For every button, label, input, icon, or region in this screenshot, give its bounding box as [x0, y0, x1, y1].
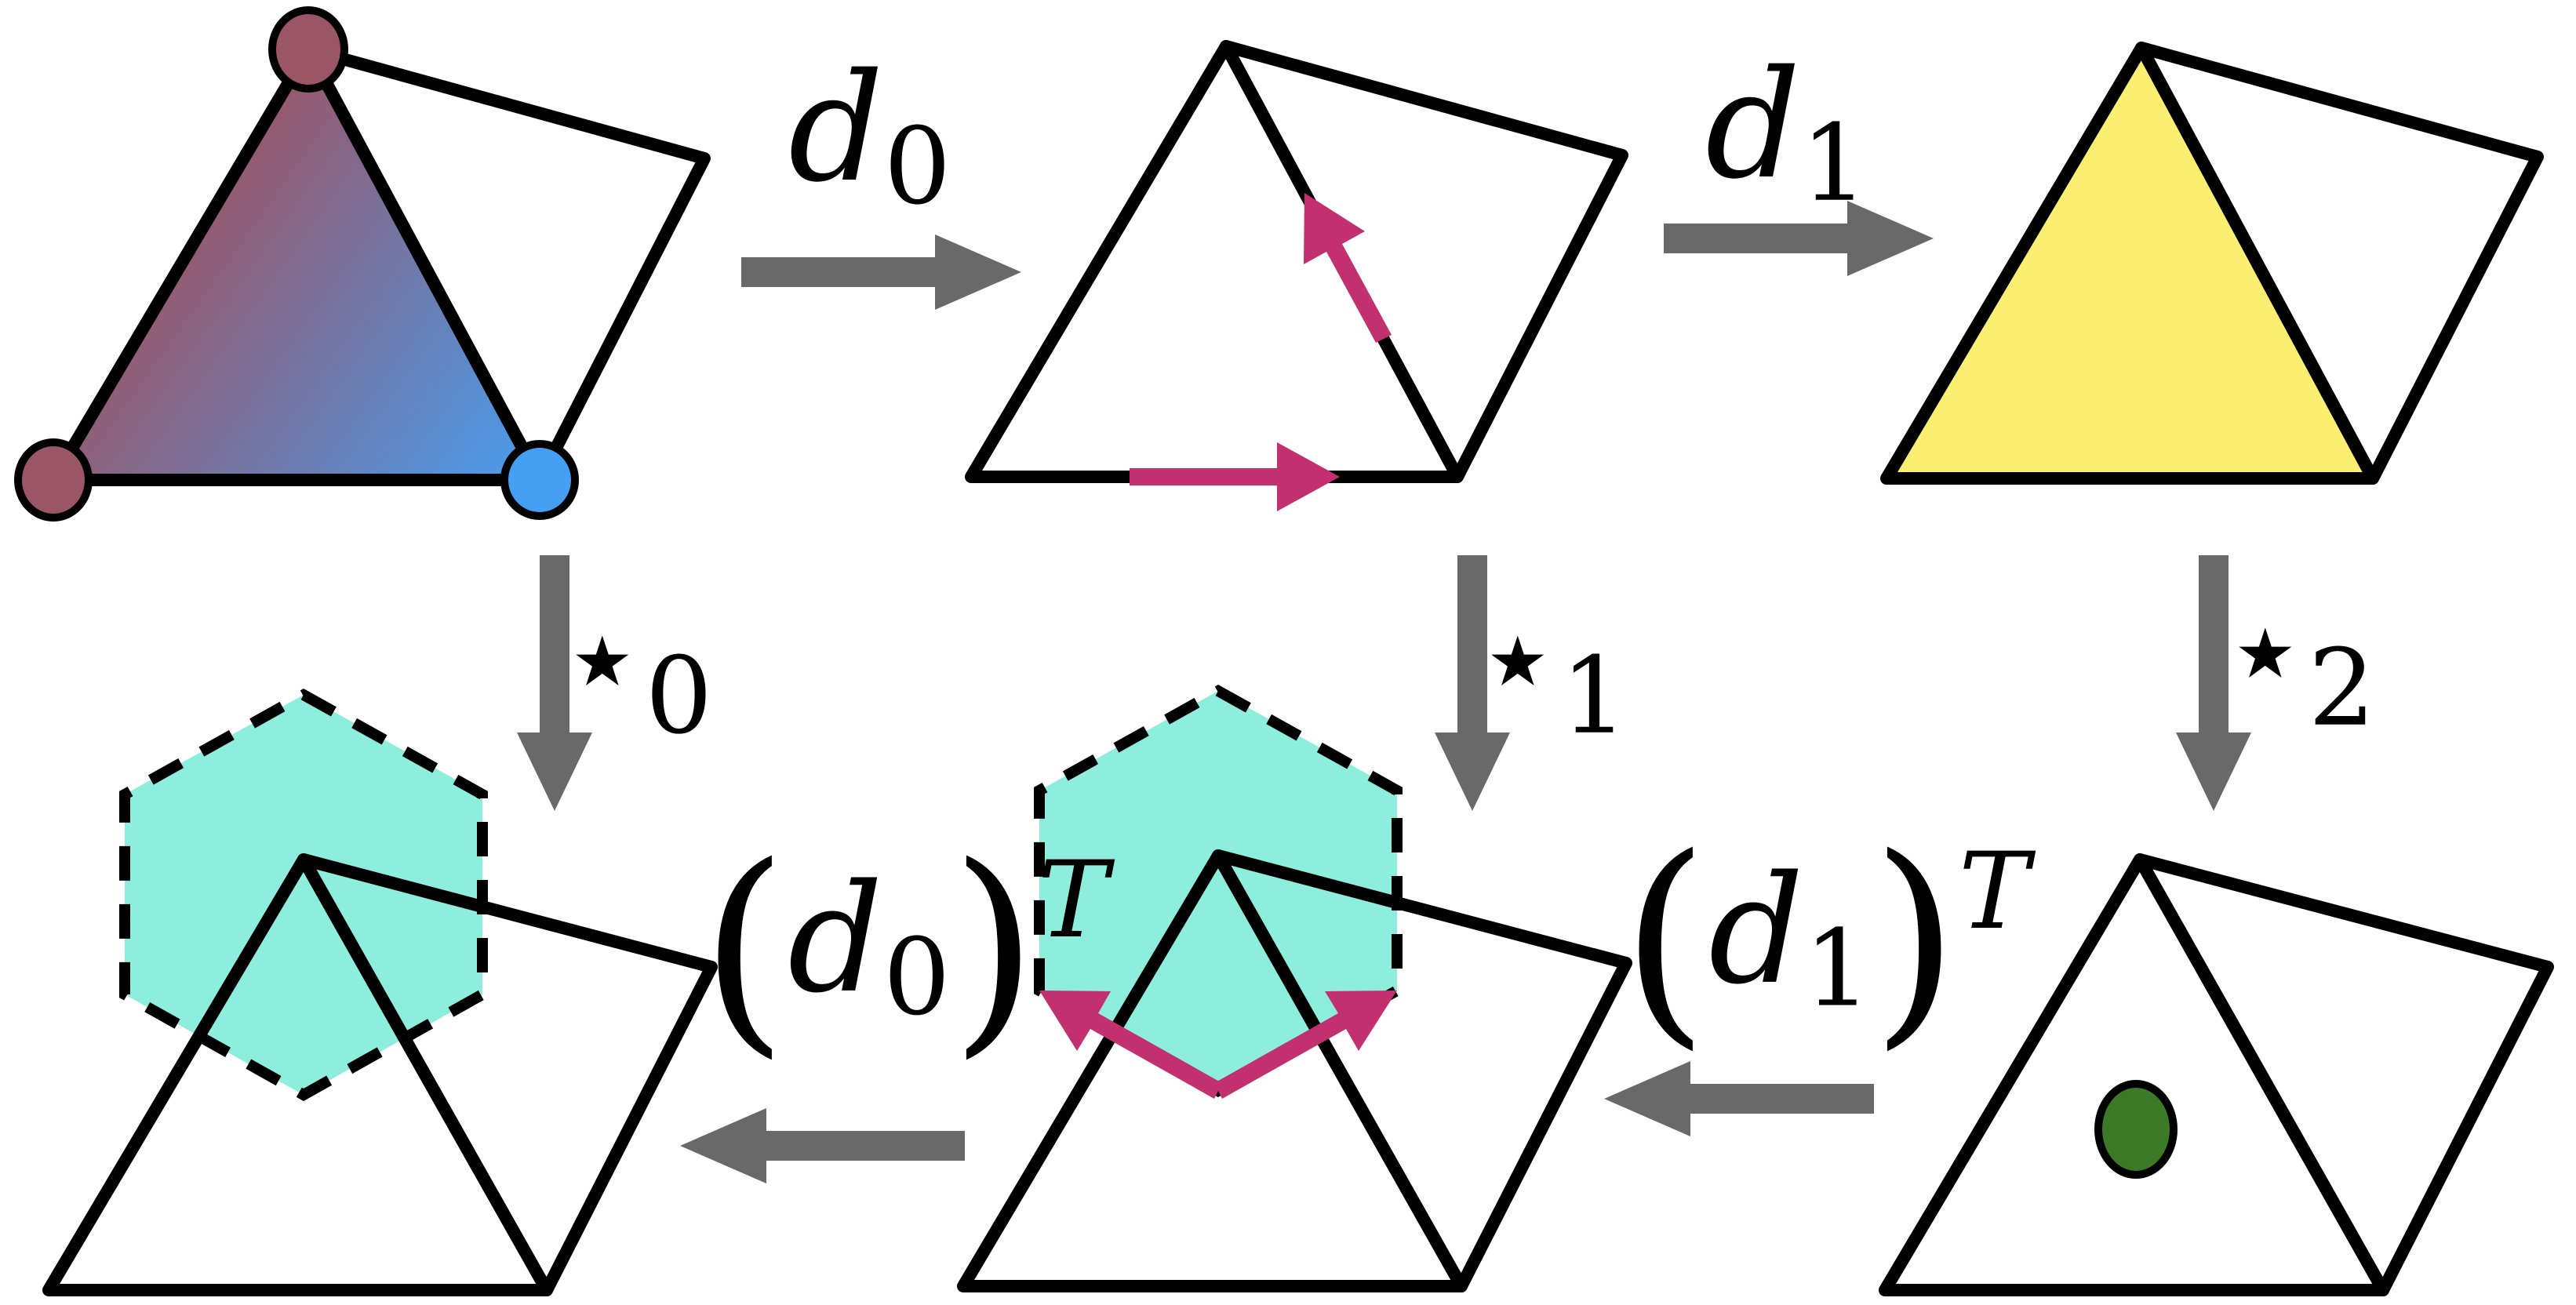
- d1-transpose-arrow-icon: [1604, 1061, 1874, 1136]
- d0T-base: d: [788, 852, 883, 1026]
- d0-subscript: 0: [883, 104, 951, 228]
- d1T-superscript: T: [1958, 829, 2029, 953]
- cell-primal-2form: [1880, 42, 2544, 485]
- d0-label: d0: [788, 54, 951, 220]
- gradient-triangle: [47, 43, 546, 486]
- dual-edge-arrow-right-icon: [1214, 991, 1397, 1099]
- mesh-triangle-left: [42, 853, 553, 1296]
- cell-primal-0form: [14, 6, 711, 522]
- d1-subscript: 1: [1800, 101, 1868, 225]
- star1-arrow-icon: [1435, 555, 1510, 811]
- d1-arrow-icon: [1664, 201, 1934, 276]
- cell-dual-of-2form: [1879, 853, 2554, 1296]
- dual-edge-arrow-left-icon: [1039, 991, 1222, 1099]
- vertex-dot-top-maroon: [268, 6, 348, 93]
- yellow-face-triangle: [1880, 42, 2379, 485]
- star-icon: ⋆: [1475, 580, 1561, 739]
- mesh-triangle-left: [957, 849, 1468, 1292]
- star-icon: ⋆: [2222, 572, 2309, 731]
- star1-subscript: 1: [1560, 634, 1628, 758]
- d1-transpose-label: (d1)T: [1621, 828, 2029, 1052]
- edge-arrow-bottom-icon: [1130, 442, 1340, 511]
- d1-label: d1: [1705, 51, 1868, 216]
- star-icon: ⋆: [559, 580, 646, 739]
- cell-primal-1form: [965, 40, 1628, 511]
- star1-label: ⋆1: [1475, 580, 1628, 749]
- open-paren: (: [700, 818, 788, 1078]
- d0-transpose-label: (d0)T: [700, 837, 1108, 1060]
- dual-hexagon: [119, 688, 488, 1102]
- star2-subscript: 2: [2308, 626, 2376, 750]
- d0-arrow-icon: [741, 234, 1021, 310]
- star2-label: ⋆2: [2222, 573, 2375, 741]
- mesh-triangle-left: [1879, 853, 2389, 1296]
- d1T-base: d: [1708, 843, 1804, 1017]
- star0-label: ⋆0: [559, 580, 712, 749]
- d1-base: d: [1705, 38, 1801, 212]
- close-paren: ): [950, 818, 1038, 1078]
- star0-subscript: 0: [645, 634, 713, 758]
- vertex-dot-left-maroon: [14, 438, 93, 522]
- star0-arrow-icon: [517, 555, 592, 811]
- d0T-subscript: 0: [882, 915, 951, 1039]
- cell-dual-1form: [957, 684, 1632, 1292]
- d0T-superscript: T: [1037, 838, 1108, 961]
- close-paren: ): [1871, 809, 1959, 1070]
- d0-base: d: [788, 42, 884, 215]
- open-paren: (: [1621, 809, 1709, 1070]
- cell-dual-of-0form: [42, 688, 718, 1296]
- d1T-subscript: 1: [1803, 907, 1872, 1031]
- vertex-dot-right-blue: [500, 440, 579, 520]
- edge-arrow-diagonal-icon: [1304, 193, 1392, 343]
- face-center-dot-green: [2094, 1080, 2178, 1179]
- star2-arrow-icon: [2176, 555, 2251, 811]
- d0-transpose-arrow-icon: [680, 1108, 965, 1183]
